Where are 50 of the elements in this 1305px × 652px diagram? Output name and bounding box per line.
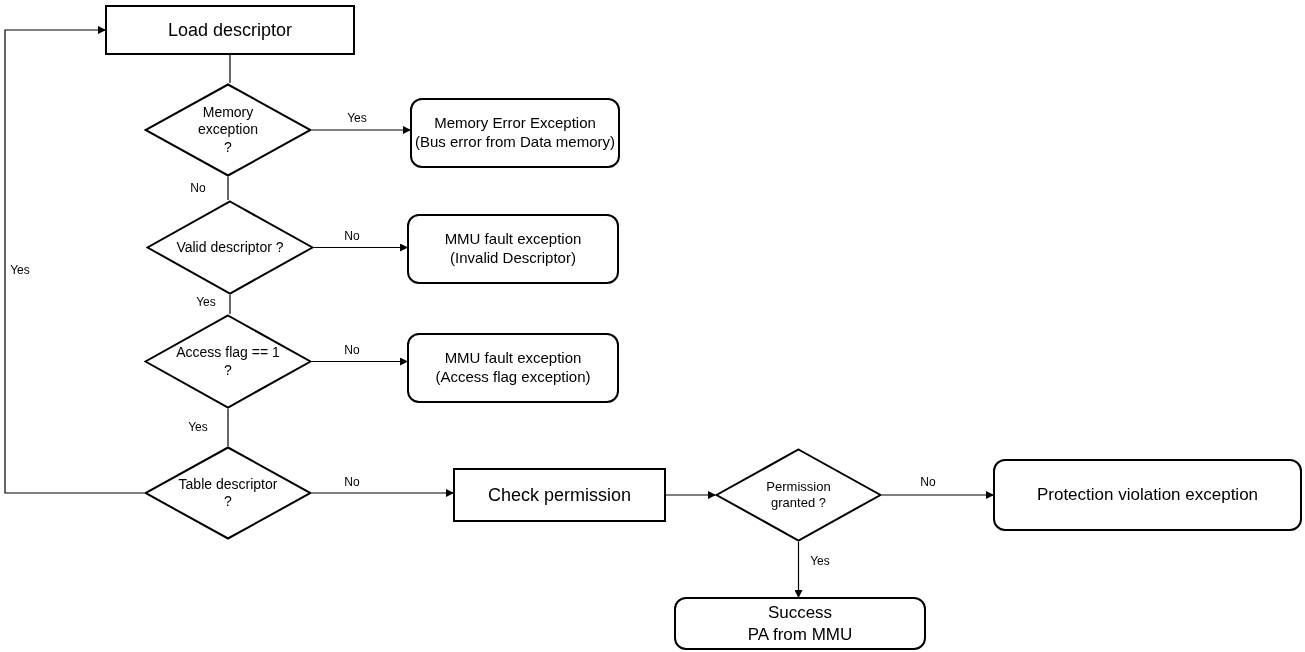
decision-diamond <box>144 446 312 540</box>
decision-diamond <box>144 314 312 409</box>
node-text: Permission granted ? <box>765 478 832 512</box>
node-text: Access flag == 1 ? <box>175 344 281 379</box>
connector-line <box>227 408 229 447</box>
arrow <box>311 489 454 497</box>
arrow <box>313 243 408 252</box>
edge-label: Yes <box>809 555 831 567</box>
node-text: Table descriptor ? <box>177 475 279 511</box>
connector-line <box>227 176 229 201</box>
node-text: Success <box>767 602 833 624</box>
node-text: Protection violation exception <box>1036 484 1259 506</box>
decision-diamond <box>144 83 312 177</box>
connector-line <box>229 54 231 84</box>
node-text: Memory exception ? <box>197 103 259 157</box>
edge-label: No <box>343 344 361 356</box>
edge-label: Yes <box>187 421 209 433</box>
node-text: MMU fault exception <box>444 230 582 249</box>
node-text: Load descriptor <box>167 18 293 42</box>
node-text: Valid descriptor ? <box>176 238 284 257</box>
terminal-box <box>407 214 619 284</box>
edge-label: Yes <box>9 264 31 276</box>
terminal-box <box>993 459 1302 531</box>
process-box <box>453 468 666 522</box>
node-text: (Bus error from Data memory) <box>414 133 615 152</box>
arrow <box>311 126 411 134</box>
arrow <box>4 26 145 494</box>
edge-label: Yes <box>346 112 368 124</box>
node-text: Memory Error Exception <box>434 114 596 133</box>
terminal-box <box>407 333 619 403</box>
edge-label: Yes <box>195 296 217 308</box>
process-box <box>105 5 355 55</box>
node-text: (Access flag exception) <box>435 368 591 387</box>
arrow <box>881 491 994 499</box>
node-text: (Invalid Descriptor) <box>450 249 576 268</box>
node-text: PA from MMU <box>747 623 853 645</box>
arrow <box>794 541 803 598</box>
edge-label: No <box>189 182 207 194</box>
arrow <box>665 491 716 499</box>
decision-diamond <box>715 448 882 542</box>
terminal-box <box>410 98 620 168</box>
node-text: Check permission <box>487 483 632 507</box>
edge-label: No <box>343 230 361 242</box>
connector-line <box>229 294 231 315</box>
node-text: MMU fault exception <box>444 349 582 368</box>
edge-label: No <box>343 476 361 488</box>
decision-diamond <box>146 200 314 295</box>
arrow <box>311 357 408 366</box>
terminal-box <box>674 597 926 650</box>
edge-label: No <box>919 476 937 488</box>
